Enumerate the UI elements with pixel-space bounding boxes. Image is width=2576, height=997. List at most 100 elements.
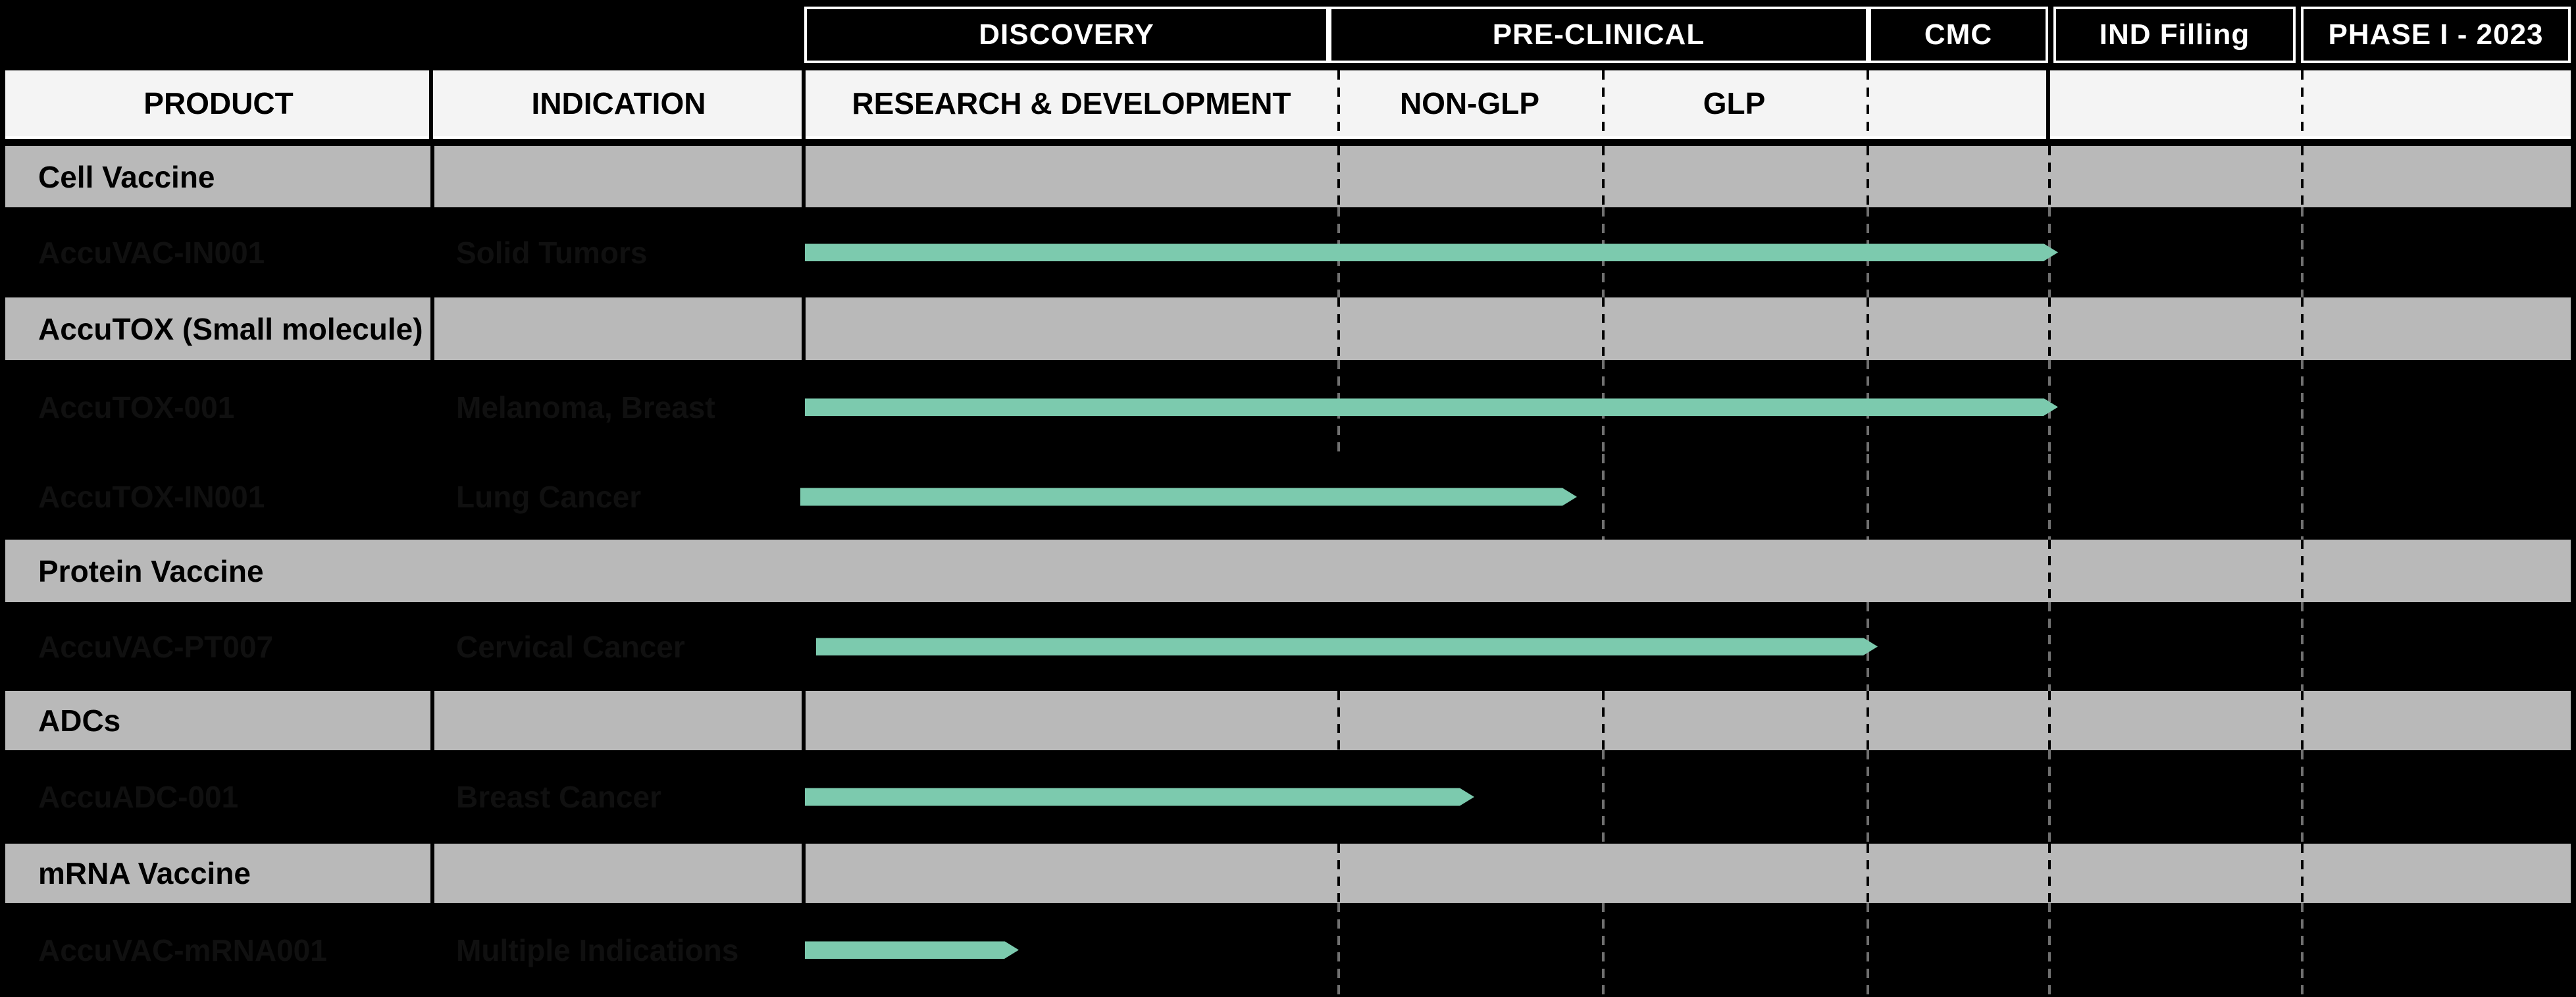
dashed-gridline [2301, 207, 2304, 297]
phase-box-cmc: CMC [1868, 7, 2048, 63]
phase-label: CMC [1924, 18, 1993, 51]
progress-bar [800, 488, 1577, 506]
dashed-gridline [2301, 750, 2304, 844]
dashed-gridline [2301, 146, 2304, 207]
dashed-gridline [2301, 70, 2304, 139]
product-name: AccuADC-001 [38, 780, 239, 814]
dashed-gridline [1867, 750, 1869, 844]
dashed-gridline [2048, 454, 2051, 540]
column-header-product: PRODUCT [143, 86, 294, 120]
dashed-gridline [1867, 297, 1869, 360]
column-divider [429, 70, 433, 139]
pipeline-row: AccuADC-001 Breast Cancer [0, 750, 2576, 844]
column-divider [802, 691, 806, 750]
dashed-gridline [2048, 750, 2051, 844]
dashed-gridline [2301, 540, 2304, 602]
category-row: mRNA Vaccine [5, 844, 2571, 903]
dashed-gridline [2048, 602, 2051, 691]
dashed-gridline [1337, 297, 1340, 360]
dashed-gridline [1602, 454, 1605, 540]
column-header-non-glp: NON-GLP [1399, 86, 1540, 120]
column-divider [430, 297, 434, 360]
pipeline-row: AccuTOX-001 Melanoma, Breast [0, 360, 2576, 454]
phase-box-ind-filling: IND Filling [2053, 7, 2296, 63]
pipeline-row: AccuTOX-IN001 Lung Cancer [0, 454, 2576, 540]
dashed-gridline [1337, 844, 1340, 903]
dashed-gridline [1337, 691, 1340, 750]
dashed-gridline [2048, 903, 2051, 997]
dashed-gridline [1867, 454, 1869, 540]
product-indication: Lung Cancer [456, 480, 642, 514]
progress-bar [805, 398, 2058, 416]
column-divider [430, 146, 434, 207]
column-divider [430, 691, 434, 750]
pipeline-row: AccuVAC-PT007 Cervical Cancer [0, 602, 2576, 691]
progress-bar [816, 638, 1878, 655]
category-label: Cell Vaccine [38, 159, 215, 194]
dashed-gridline [2048, 844, 2051, 903]
dashed-gridline [2048, 540, 2051, 602]
category-row: Cell Vaccine [5, 146, 2571, 207]
column-divider [802, 70, 806, 139]
column-divider [802, 146, 806, 207]
product-name: AccuTOX-001 [38, 390, 235, 424]
dashed-gridline [1602, 691, 1605, 750]
product-name: AccuVAC-PT007 [38, 629, 274, 664]
dashed-gridline [2048, 146, 2051, 207]
column-header-indication: INDICATION [531, 86, 706, 120]
column-header-glp: GLP [1703, 86, 1766, 120]
dashed-gridline [1602, 750, 1605, 844]
dashed-gridline [1867, 146, 1869, 207]
category-label: AccuTOX (Small molecule) [38, 311, 423, 346]
phase-label: IND Filling [2099, 18, 2250, 51]
dashed-gridline [1337, 146, 1340, 207]
column-divider [802, 844, 806, 903]
category-row: ADCs [5, 691, 2571, 750]
phase-label: PHASE I - 2023 [2328, 18, 2544, 51]
progress-bar [805, 243, 2058, 261]
category-label: Protein Vaccine [38, 553, 264, 588]
dashed-gridline [2301, 903, 2304, 997]
pipeline-row: AccuVAC-IN001 Solid Tumors [0, 207, 2576, 297]
dashed-gridline [2301, 844, 2304, 903]
progress-bar [805, 788, 1474, 806]
dashed-gridline [1337, 70, 1340, 139]
category-row: Protein Vaccine [5, 540, 2571, 602]
category-label: mRNA Vaccine [38, 856, 251, 890]
dashed-gridline [2301, 454, 2304, 540]
dashed-gridline [1602, 903, 1605, 997]
phase-box-preclinical: PRE-CLINICAL [1329, 7, 1868, 63]
pipeline-row: AccuVAC-mRNA001 Multiple Indications [0, 903, 2576, 997]
column-divider [802, 297, 806, 360]
product-indication: Multiple Indications [456, 933, 739, 967]
category-label: ADCs [38, 703, 121, 738]
dashed-gridline [1602, 70, 1605, 139]
dashed-gridline [1602, 297, 1605, 360]
dashed-gridline [2301, 602, 2304, 691]
dashed-gridline [1867, 903, 1869, 997]
product-name: AccuTOX-IN001 [38, 480, 265, 514]
phase-label: DISCOVERY [979, 18, 1154, 51]
dashed-gridline [2301, 297, 2304, 360]
product-indication: Solid Tumors [456, 235, 648, 270]
phase-box-phase1: PHASE I - 2023 [2301, 7, 2571, 63]
progress-bar [805, 941, 1019, 959]
product-name: AccuVAC-IN001 [38, 235, 265, 270]
dashed-gridline [1867, 70, 1869, 139]
dashed-gridline [1602, 146, 1605, 207]
category-row: AccuTOX (Small molecule) [5, 297, 2571, 360]
column-header-rnd: RESEARCH & DEVELOPMENT [852, 86, 1291, 120]
dashed-gridline [1867, 691, 1869, 750]
dashed-gridline [1867, 844, 1869, 903]
phase-label: PRE-CLINICAL [1492, 18, 1705, 51]
dashed-gridline [2048, 297, 2051, 360]
column-divider [430, 844, 434, 903]
dashed-gridline [2301, 691, 2304, 750]
product-indication: Cervical Cancer [456, 629, 685, 664]
product-name: AccuVAC-mRNA001 [38, 933, 327, 967]
dashed-gridline [2048, 691, 2051, 750]
dashed-gridline [1337, 903, 1340, 997]
phase-box-discovery: DISCOVERY [804, 7, 1329, 63]
product-indication: Breast Cancer [456, 780, 661, 814]
